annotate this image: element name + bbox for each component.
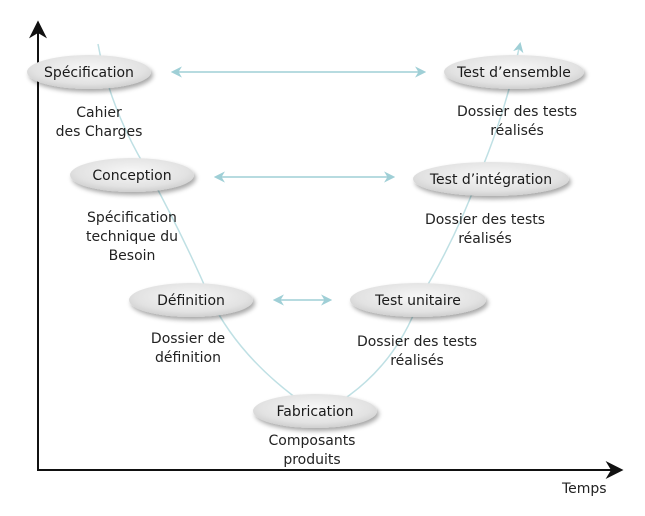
node-specification: Spécification [27,55,151,89]
node-ellipse-specification [27,55,151,89]
node-ellipse-test-integration [413,162,569,196]
node-test-integration: Test d’intégration [413,162,569,196]
doc-label-fabrication: Composants produits [268,433,356,468]
node-label-conception: Conception [92,168,171,184]
node-ellipse-test-ensemble [444,55,584,89]
doc-label-test-unitaire: Dossier des tests réalisés [356,334,478,369]
v-curve-left [97,43,311,409]
doc-label-test-integration: Dossier des tests réalisés [424,212,546,247]
node-conception: Conception [70,158,194,192]
node-label-test-integration: Test d’intégration [429,172,552,188]
node-ellipse-test-unitaire [350,283,486,317]
node-definition: Définition [129,283,253,317]
links-layer [170,66,427,306]
node-label-test-unitaire: Test unitaire [374,293,461,309]
doc-label-specification: Cahier des Charges [55,105,143,140]
x-axis-label: Temps [562,481,607,497]
node-ellipse-definition [129,283,253,317]
node-fabrication: Fabrication [253,394,377,428]
node-test-ensemble: Test d’ensemble [444,55,584,89]
doc-label-test-ensemble: Dossier des tests réalisés [456,104,578,139]
doc-label-definition: Dossier de définition [150,331,226,366]
node-label-test-ensemble: Test d’ensemble [456,65,571,81]
node-ellipse-fabrication [253,394,377,428]
node-ellipse-conception [70,158,194,192]
doc-label-conception: Spécification technique du Besoin [85,210,179,264]
node-label-specification: Spécification [44,65,134,81]
nodes-layer: SpécificationConceptionDéfinitionFabrica… [27,55,584,428]
node-test-unitaire: Test unitaire [350,283,486,317]
v-curve-right [329,41,524,409]
node-label-definition: Définition [157,293,225,309]
node-label-fabrication: Fabrication [277,404,354,420]
